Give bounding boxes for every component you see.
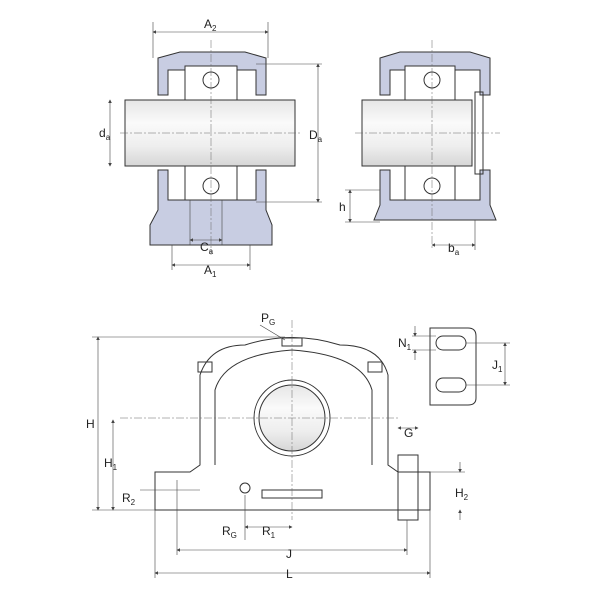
- label-h: h: [339, 200, 346, 214]
- label-Da: Da: [309, 128, 323, 144]
- housing-section-left: [149, 51, 273, 246]
- label-Ca: Ca: [200, 240, 214, 256]
- label-H2: H2: [455, 486, 469, 502]
- foot-slot-detail: [412, 326, 510, 406]
- bearing-lower-right: [404, 165, 456, 201]
- label-A2: A2: [204, 17, 217, 33]
- label-N1: N1: [398, 336, 412, 352]
- front-view: [92, 320, 465, 578]
- label-ba: ba: [448, 241, 460, 257]
- section-view-left: [108, 22, 322, 270]
- label-H: H: [86, 417, 95, 431]
- label-RG: RG: [222, 524, 237, 540]
- label-da: da: [99, 126, 111, 142]
- dimension-labels: A2 da Da Ca A1 h ba PG N1 J1 H G H1 R2 H…: [86, 17, 503, 581]
- label-R2: R2: [122, 491, 136, 507]
- label-J1: J1: [492, 358, 503, 374]
- label-PG: PG: [261, 311, 275, 327]
- bolt: [397, 454, 419, 521]
- label-A1: A1: [204, 263, 217, 279]
- label-L: L: [286, 567, 293, 581]
- label-H1: H1: [104, 456, 118, 472]
- section-view-right: [345, 40, 500, 250]
- housing-section-right: [373, 51, 497, 221]
- label-R1: R1: [262, 524, 276, 540]
- bearing-upper-right: [404, 65, 456, 101]
- grease-fitting-side: [239, 482, 251, 494]
- label-J: J: [286, 547, 292, 561]
- housing-outline-front: [154, 337, 431, 511]
- label-G: G: [404, 426, 413, 440]
